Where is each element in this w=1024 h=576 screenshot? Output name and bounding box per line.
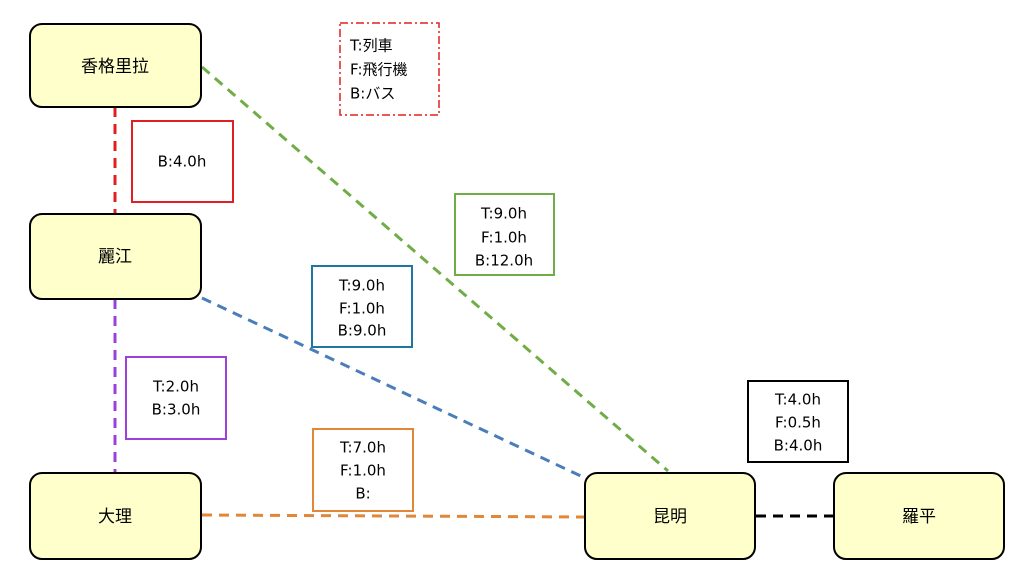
label-kunming-luoping-train: T:4.0h [774, 391, 821, 409]
label-lijiang-kunming-bus: B:9.0h [338, 322, 387, 340]
legend-box: T:列車 F:飛行機 B:バス [339, 22, 440, 116]
label-lijiang-kunming-train: T:9.0h [338, 277, 385, 295]
label-shangrila-kunming-train: T:9.0h [480, 205, 527, 223]
label-dali-kunming-bus: B: [355, 485, 370, 503]
label-shangrila-lijiang-bus: B:4.0h [158, 153, 207, 171]
label-kunming-luoping-bus: B:4.0h [774, 437, 823, 455]
node-dali: 大理 [29, 472, 202, 560]
label-kunming-luoping: T:4.0h F:0.5h B:4.0h [747, 380, 849, 463]
label-lijiang-kunming-flight: F:1.0h [339, 300, 385, 318]
edge-dali-kunming [201, 513, 586, 519]
node-lijiang: 麗江 [29, 213, 202, 300]
legend-flight: F:飛行機 [350, 61, 408, 79]
label-dali-kunming: T:7.0h F:1.0h B: [312, 428, 414, 512]
label-lijiang-dali: T:2.0h B:3.0h [125, 356, 227, 440]
edge-shangrila-kunming [201, 65, 669, 473]
label-shangrila-kunming: T:9.0h F:1.0h B:12.0h [454, 193, 555, 276]
label-lijiang-dali-train: T:2.0h [152, 378, 199, 396]
node-shangrila-label: 香格里拉 [81, 57, 149, 77]
node-luoping-label: 羅平 [902, 507, 936, 527]
label-shangrila-kunming-flight: F:1.0h [481, 229, 527, 247]
label-lijiang-dali-bus: B:3.0h [152, 401, 201, 419]
node-kunming: 昆明 [584, 472, 756, 560]
label-shangrila-kunming-bus: B:12.0h [475, 252, 533, 270]
label-dali-kunming-flight: F:1.0h [340, 462, 386, 480]
label-dali-kunming-train: T:7.0h [339, 439, 386, 457]
label-kunming-luoping-flight: F:0.5h [775, 414, 821, 432]
node-lijiang-label: 麗江 [98, 247, 132, 267]
legend-train: T:列車 [349, 37, 393, 55]
node-luoping: 羅平 [833, 472, 1005, 560]
legend-bus: B:バス [350, 85, 395, 103]
label-shangrila-lijiang: B:4.0h [131, 120, 234, 203]
node-dali-label: 大理 [98, 507, 132, 527]
edge-lijiang-kunming [201, 296, 586, 480]
node-shangrila: 香格里拉 [29, 23, 202, 108]
label-lijiang-kunming: T:9.0h F:1.0h B:9.0h [311, 265, 413, 348]
node-kunming-label: 昆明 [653, 507, 687, 527]
